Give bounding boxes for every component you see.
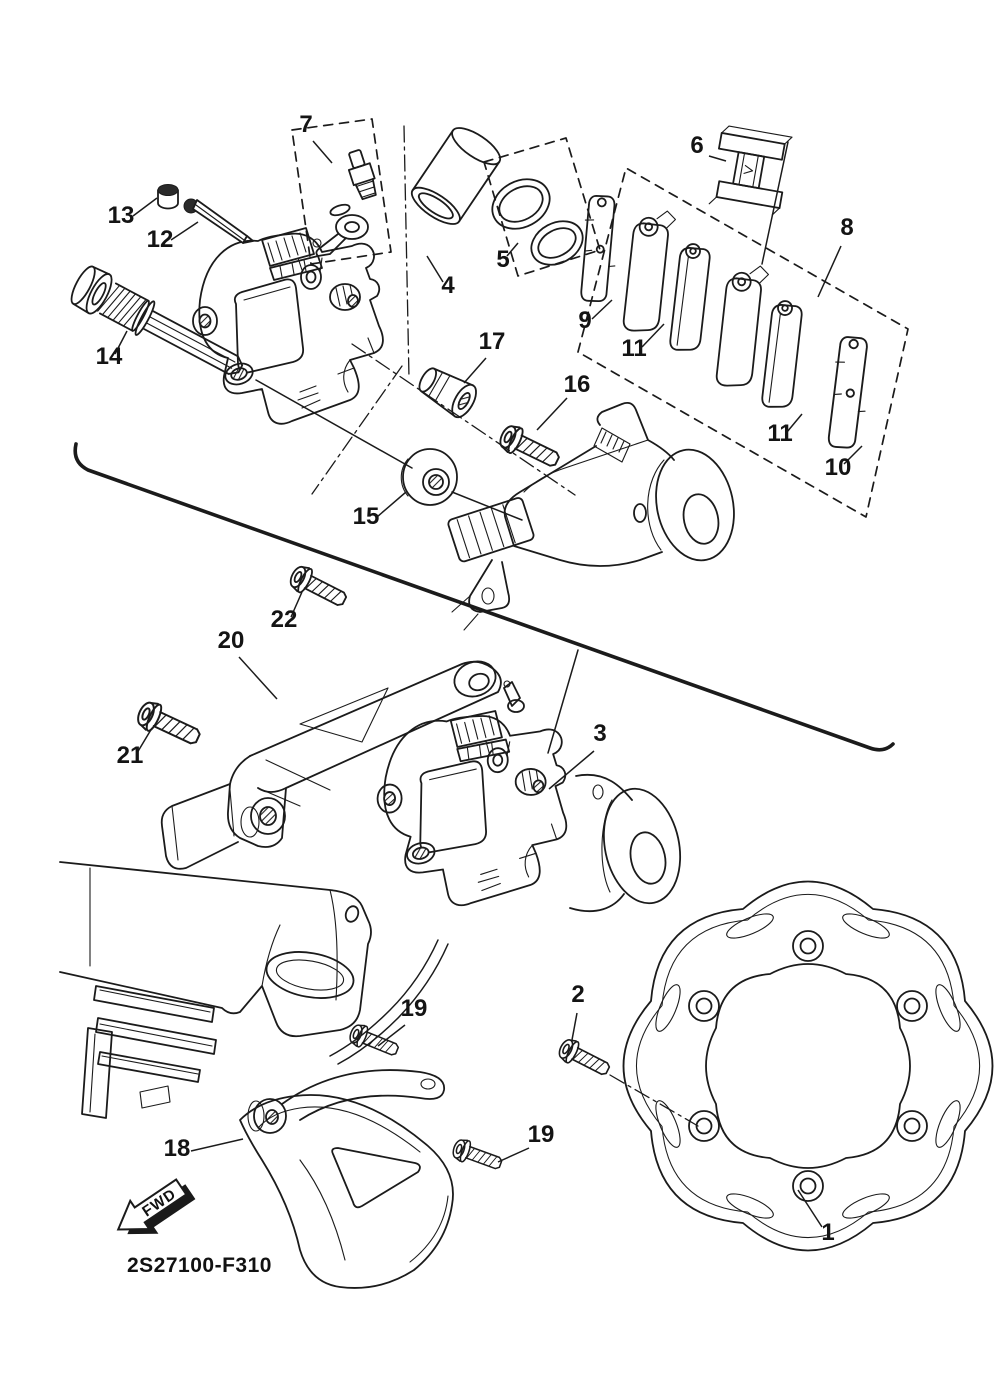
guard-bolt-19a <box>346 1021 402 1062</box>
callout-label: 15 <box>353 503 380 530</box>
callout-label: 7 <box>299 111 312 138</box>
callout-leader <box>641 323 665 348</box>
callout-leader <box>497 1147 530 1163</box>
callout-leader <box>376 491 407 518</box>
callout-label: 10 <box>825 454 852 481</box>
callout-label: 18 <box>164 1135 191 1162</box>
callout-label: 17 <box>479 328 506 355</box>
callout-label: 6 <box>690 132 703 159</box>
callout-label: 11 <box>621 335 646 362</box>
bracket-bolt-21 <box>132 697 205 753</box>
pad-support-9 <box>566 191 631 306</box>
brake-disc-1 <box>622 880 994 1252</box>
callout-label: 21 <box>117 742 144 769</box>
mount-bushing-15 <box>400 448 458 506</box>
callout-label: 22 <box>271 606 298 633</box>
callout-leader <box>548 750 595 790</box>
callout-label: 16 <box>564 371 591 398</box>
hose-fitting-box-7 <box>291 118 392 265</box>
slide-boot-17 <box>418 367 477 419</box>
callout-label: 19 <box>401 995 428 1022</box>
callout-label: 8 <box>840 214 853 241</box>
callout-leader <box>238 656 278 700</box>
callout-leader <box>136 727 153 754</box>
callout-leader <box>708 155 727 162</box>
fwd-arrow: FWD <box>116 1178 196 1235</box>
callout-leader <box>463 357 487 384</box>
callout-leader <box>132 197 158 217</box>
callout-leader <box>114 330 128 355</box>
caliper-guard-bracket-20 <box>160 660 502 870</box>
callout-label: 3 <box>593 720 606 747</box>
callout-label: 9 <box>578 307 591 334</box>
caliper-bracket-drawing <box>447 401 735 631</box>
callout-label: 1 <box>821 1219 834 1246</box>
disc-guard-18 <box>239 1069 454 1289</box>
callout-label: 11 <box>767 420 792 447</box>
callout-leader <box>591 299 613 320</box>
callout-leader <box>312 140 333 164</box>
pad-pin-12 <box>183 198 254 244</box>
callout-leader <box>817 245 842 298</box>
callout-label: 5 <box>496 246 509 273</box>
section-divider-line <box>73 442 895 754</box>
callout-leader <box>536 397 568 431</box>
pad-set-box-8 <box>577 167 909 518</box>
callout-leader <box>190 1138 244 1152</box>
callout-leader <box>797 1189 823 1228</box>
callout-leader <box>571 1012 578 1041</box>
callout-label: 14 <box>96 343 123 370</box>
brake-pad-11b-back <box>700 258 781 393</box>
pad-shim-10 <box>813 332 884 453</box>
bleed-screw-cap-13 <box>157 184 179 210</box>
assembled-caliper-3 <box>329 680 682 1065</box>
axis-lines <box>255 125 789 521</box>
callout-label: 2 <box>571 981 584 1008</box>
part-code: 2S27100-F310 <box>127 1254 272 1277</box>
callout-leader <box>377 1024 406 1047</box>
brake-pad-11a-friction <box>655 240 725 356</box>
callout-leader <box>290 591 303 618</box>
brake-pad-11a-back <box>607 203 688 338</box>
callout-leader <box>506 242 519 257</box>
callout-label: 20 <box>218 627 245 654</box>
callout-leader <box>170 221 199 241</box>
callout-label: 4 <box>441 272 455 299</box>
disc-bolt-2 <box>555 1035 699 1127</box>
pad-spring-6 <box>708 125 793 216</box>
seal-kit-5 <box>483 137 601 277</box>
swingarm-drawing <box>59 861 372 1119</box>
callout-leader <box>843 445 863 465</box>
slide-bolt-16 <box>495 421 565 475</box>
callout-label: 12 <box>147 226 174 253</box>
caliper-mount-bolt-14 <box>70 265 244 375</box>
callout-leader <box>786 413 803 433</box>
callout-label: 13 <box>108 202 135 229</box>
caliper-piston-4 <box>410 127 502 225</box>
caliper-body-drawing <box>192 227 384 425</box>
callout-label: 19 <box>528 1121 555 1148</box>
guard-bolt-19b <box>449 1136 506 1176</box>
callout-leader <box>426 255 444 283</box>
